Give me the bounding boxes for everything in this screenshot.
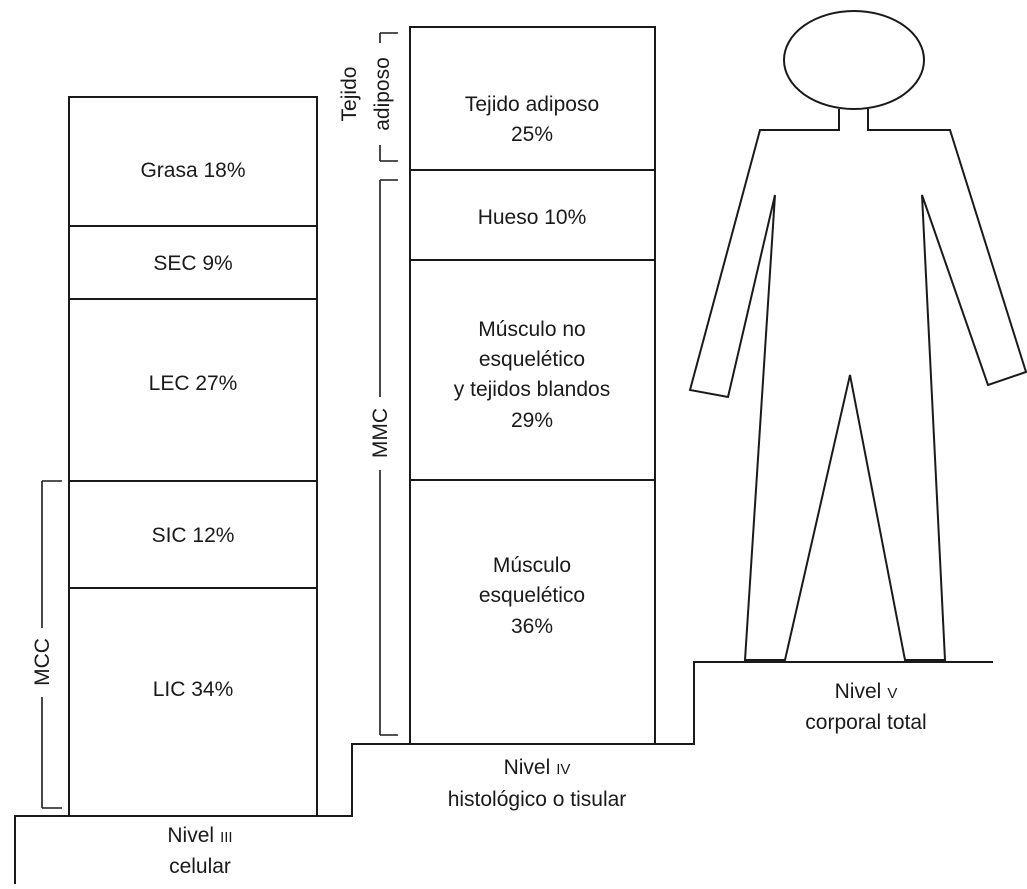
level-3-column: Grasa 18% SEC 9% LEC 27% SIC 12% LIC 34%… <box>31 97 317 878</box>
level-4-caption-subtitle: histológico o tisular <box>448 788 627 811</box>
level-3-column-outline <box>69 97 317 816</box>
segment-line: Músculo no <box>478 318 585 341</box>
level-3-caption-title: Nivel III <box>167 824 232 847</box>
level-3-caption: Nivel III celular <box>167 824 232 878</box>
segment-hueso: Hueso 10% <box>478 206 587 229</box>
segment-label-sec: SEC 9% <box>153 252 232 275</box>
human-body-outline <box>690 109 1026 660</box>
level-4-caption-word: Nivel <box>504 756 551 779</box>
mcc-label: MCC <box>31 638 54 686</box>
segment-label-sic: SIC 12% <box>152 524 235 547</box>
level-4-column: Tejido adiposo 25% Hueso 10% Músculo no … <box>338 27 655 811</box>
level-5-caption: Nivel V corporal total <box>805 680 926 734</box>
segment-line: esquelético <box>479 348 585 371</box>
mmc-label: MMC <box>369 408 392 458</box>
segment-line: 25% <box>511 123 553 146</box>
segment-line: esquelético <box>479 584 585 607</box>
tejido-bracket-label-1: Tejido <box>338 67 361 122</box>
segment-label-grasa: Grasa 18% <box>140 159 245 182</box>
level-4-caption: Nivel IV histológico o tisular <box>448 756 627 811</box>
level-5-caption-title: Nivel V <box>835 680 898 703</box>
segment-line: Tejido adiposo <box>465 93 599 116</box>
level-5-figure: Nivel V corporal total <box>690 11 1026 734</box>
human-head <box>784 11 924 109</box>
level-5-caption-word: Nivel <box>835 680 882 703</box>
level-3-caption-subtitle: celular <box>169 855 231 878</box>
level-3-caption-word: Nivel <box>167 824 214 847</box>
segment-line: 29% <box>511 409 553 432</box>
level-5-caption-numeral: V <box>887 685 897 702</box>
segment-label-lec: LEC 27% <box>149 372 238 395</box>
tejido-bracket-label-2: adiposo <box>371 57 394 131</box>
level-3-caption-numeral: III <box>220 829 233 846</box>
segment-line: Hueso 10% <box>478 206 587 229</box>
segment-line: 36% <box>511 615 553 638</box>
level-5-caption-subtitle: corporal total <box>805 711 926 734</box>
level-4-caption-numeral: IV <box>556 761 570 778</box>
segment-line: y tejidos blandos <box>454 378 610 401</box>
segment-line: Músculo <box>493 554 571 577</box>
segment-label-lic: LIC 34% <box>153 678 234 701</box>
mcc-bracket: MCC <box>31 481 62 808</box>
level-4-caption-title: Nivel IV <box>504 756 571 779</box>
mmc-bracket: MMC <box>369 180 398 735</box>
tejido-adiposo-bracket: Tejido adiposo <box>338 33 398 161</box>
